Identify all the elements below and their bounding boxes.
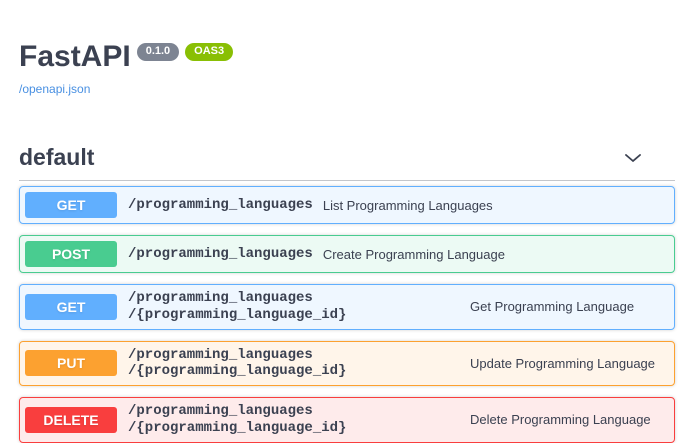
endpoint-summary[interactable]: GET /programming_languages List Programm… xyxy=(20,187,674,223)
openapi-spec-link[interactable]: /openapi.json xyxy=(19,82,91,96)
method-badge: POST xyxy=(25,241,117,267)
endpoint-path: /programming_languages xyxy=(128,246,313,263)
api-info: FastAPI 0.1.0 OAS3 /openapi.json xyxy=(19,0,675,98)
endpoint-path: /programming_languages /{programming_lan… xyxy=(128,347,460,381)
chevron-down-icon[interactable] xyxy=(623,148,643,168)
api-title-row: FastAPI 0.1.0 OAS3 xyxy=(19,40,675,73)
path-line: /programming_languages xyxy=(128,196,313,213)
endpoint-list: GET /programming_languages List Programm… xyxy=(19,181,675,443)
tag-section-default: default GET /programming_languages List … xyxy=(19,144,675,443)
method-badge: GET xyxy=(25,192,117,218)
path-line: /programming_languages xyxy=(128,290,313,306)
endpoint-summary[interactable]: DELETE /programming_languages /{programm… xyxy=(20,398,674,442)
endpoint-row-post-create: POST /programming_languages Create Progr… xyxy=(19,235,675,273)
endpoint-row-delete: DELETE /programming_languages /{programm… xyxy=(19,397,675,443)
version-badge: 0.1.0 xyxy=(136,43,180,61)
path-line: /{programming_language_id} xyxy=(128,419,347,436)
endpoint-description: Create Programming Language xyxy=(322,246,505,262)
tag-title: default xyxy=(19,144,95,170)
endpoint-description: Update Programming Language xyxy=(470,355,656,371)
endpoint-row-get-one: GET /programming_languages /{programming… xyxy=(19,284,675,330)
method-badge: PUT xyxy=(25,350,117,377)
endpoint-summary[interactable]: GET /programming_languages /{programming… xyxy=(20,285,674,329)
endpoint-row-put-update: PUT /programming_languages /{programming… xyxy=(19,340,675,387)
path-line: /programming_languages xyxy=(128,403,313,420)
endpoint-path: /programming_languages /{programming_lan… xyxy=(128,290,460,324)
method-badge: DELETE xyxy=(25,406,117,433)
endpoint-description: List Programming Languages xyxy=(322,197,493,213)
api-title: FastAPI xyxy=(19,40,131,73)
tag-header-default[interactable]: default xyxy=(19,144,675,181)
endpoint-row-get-list: GET /programming_languages List Programm… xyxy=(19,186,675,224)
path-line: /programming_languages xyxy=(128,346,313,363)
method-badge: GET xyxy=(25,293,117,320)
oas3-badge: OAS3 xyxy=(185,43,234,61)
path-line: /programming_languages xyxy=(128,245,313,262)
endpoint-path: /programming_languages /{programming_lan… xyxy=(128,403,460,437)
endpoint-summary[interactable]: PUT /programming_languages /{programming… xyxy=(20,342,674,386)
path-line: /{programming_language_id} xyxy=(128,306,347,323)
endpoint-path: /programming_languages xyxy=(128,197,313,214)
endpoint-summary[interactable]: POST /programming_languages Create Progr… xyxy=(20,236,674,272)
path-line: /{programming_language_id} xyxy=(128,363,347,380)
endpoint-description: Get Programming Language xyxy=(470,299,635,315)
endpoint-description: Delete Programming Language xyxy=(470,412,651,428)
